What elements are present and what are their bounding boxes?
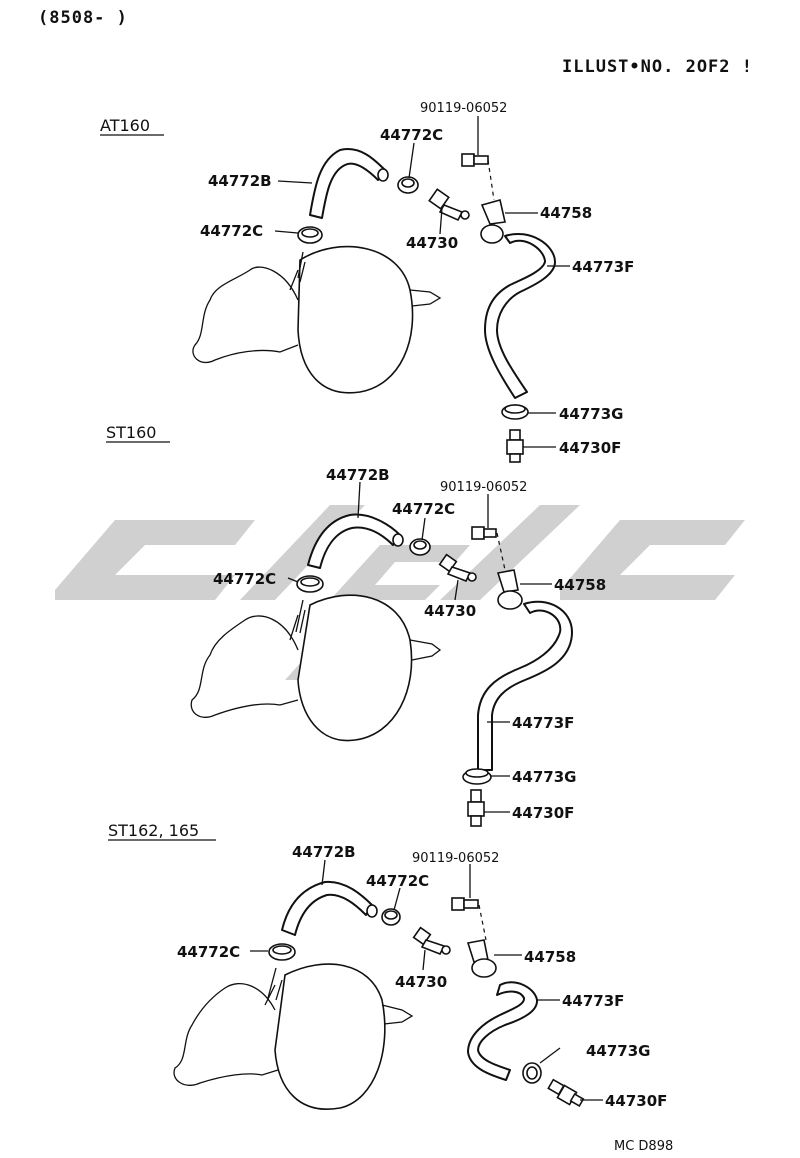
label-bolt: 90119-06052 xyxy=(412,851,499,866)
label-hose-b: 44772B xyxy=(326,466,390,484)
clamp-44773g xyxy=(501,404,529,420)
label-clamp-top: 44772C xyxy=(392,500,455,518)
label-valve-f: 44730F xyxy=(559,439,621,457)
bolt-90119-06052 xyxy=(471,526,497,540)
clamp-44772c-left xyxy=(268,943,296,961)
label-valve-f: 44730F xyxy=(605,1092,667,1110)
label-valve: 44730 xyxy=(406,234,458,252)
section-title: ST162, 165 xyxy=(108,821,199,840)
label-valve-f: 44730F xyxy=(512,804,574,822)
label-bracket: 44758 xyxy=(540,204,592,222)
label-valve: 44730 xyxy=(395,973,447,991)
valve-44730f xyxy=(547,1078,585,1108)
clamp-44773g xyxy=(462,768,492,785)
clamp-44772c-top xyxy=(409,538,431,556)
date-range: (8508- ) xyxy=(38,8,128,28)
hose-44772b xyxy=(309,148,386,219)
label-clamp-top: 44772C xyxy=(380,126,443,144)
brake-booster xyxy=(192,245,442,394)
section-title: ST160 xyxy=(106,423,156,442)
label-hose-b: 44772B xyxy=(292,843,356,861)
bracket-44758 xyxy=(480,199,506,244)
valve-44730 xyxy=(428,188,470,222)
hose-44773f xyxy=(477,600,573,771)
label-clamp-g: 44773G xyxy=(512,768,577,786)
label-clamp-top: 44772C xyxy=(366,872,429,890)
clamp-44772c-left xyxy=(297,226,323,244)
hose-44772b xyxy=(281,880,373,936)
bolt-90119-06052 xyxy=(461,153,489,167)
label-bracket: 44758 xyxy=(524,948,576,966)
label-clamp-g: 44773G xyxy=(586,1042,651,1060)
section-st160: ST160 xyxy=(106,423,606,827)
hose-44773f xyxy=(467,981,538,1081)
label-hose-f: 44773F xyxy=(512,714,574,732)
label-clamp-left: 44772C xyxy=(177,943,240,961)
brake-booster xyxy=(190,594,442,742)
clamp-44772c-top xyxy=(397,176,419,194)
hose-44773f xyxy=(484,233,556,399)
label-valve: 44730 xyxy=(424,602,476,620)
clamp-44772c-left xyxy=(296,575,324,593)
label-hose-f: 44773F xyxy=(572,258,634,276)
clamp-44772c-top xyxy=(381,908,401,926)
label-bracket: 44758 xyxy=(554,576,606,594)
valve-44730f xyxy=(467,789,485,827)
valve-44730 xyxy=(412,926,451,956)
valve-44730 xyxy=(438,553,477,583)
label-clamp-left: 44772C xyxy=(213,570,276,588)
section-at160: AT160 xyxy=(100,101,634,463)
label-hose-b: 44772B xyxy=(208,172,272,190)
bracket-44758 xyxy=(466,939,497,978)
label-bolt: 90119-06052 xyxy=(420,101,507,116)
label-bolt: 90119-06052 xyxy=(440,480,527,495)
bracket-44758 xyxy=(496,569,523,610)
brake-booster xyxy=(173,963,414,1110)
clamp-44773g xyxy=(522,1062,542,1084)
label-hose-f: 44773F xyxy=(562,992,624,1010)
drawing-code: MC D898 xyxy=(614,1139,673,1154)
illust-number: ILLUST•NO. 2OF2 ! xyxy=(562,57,753,77)
bolt-90119-06052 xyxy=(451,897,479,911)
valve-44730f xyxy=(506,429,524,463)
section-title: AT160 xyxy=(100,116,150,135)
section-st162-165: ST162, 165 xyxy=(108,821,667,1110)
label-clamp-g: 44773G xyxy=(559,405,624,423)
label-clamp-left: 44772C xyxy=(200,222,263,240)
